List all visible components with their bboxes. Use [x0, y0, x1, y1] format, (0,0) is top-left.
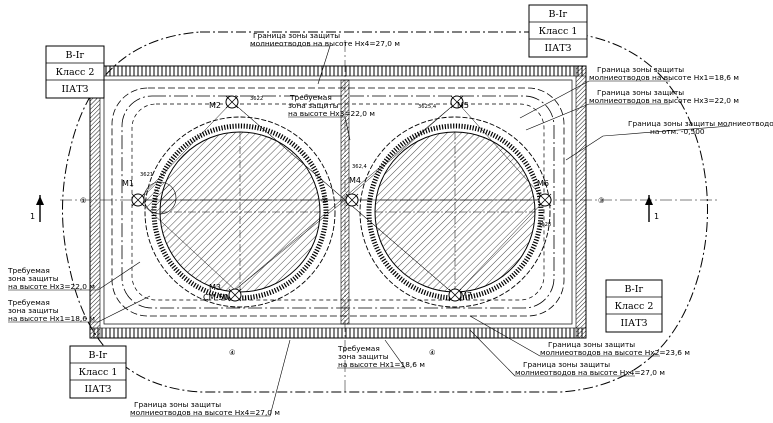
- outer-zone-boundary: [62, 31, 708, 393]
- mast-m6: M6: [537, 179, 552, 207]
- leader-lines: [8, 45, 731, 417]
- svg-text:Класс 1: Класс 1: [79, 367, 118, 378]
- construction-lines: [137, 101, 546, 296]
- annotation-bottom-right-a: Граница зоны защиты молниеотводов на выс…: [540, 340, 690, 357]
- svg-text:В-Iг: В-Iг: [549, 9, 568, 20]
- svg-text:молниеотводов на высоте Hx1=18: молниеотводов на высоте Hx1=18,6 м: [589, 73, 739, 82]
- mast-m3: M3 СМ-50: [203, 283, 242, 302]
- svg-text:1: 1: [654, 212, 659, 221]
- svg-text:IIАТЗ: IIАТЗ: [85, 384, 112, 395]
- svg-text:Требуемая: Требуемая: [289, 93, 332, 102]
- svg-text:молниеотводов на высоте Hx4=27: молниеотводов на высоте Hx4=27,0 м: [250, 39, 400, 48]
- svg-text:M3: M3: [209, 283, 221, 292]
- svg-text:Граница зоны защиты: Граница зоны защиты: [253, 31, 340, 40]
- svg-text:Граница зоны защиты: Граница зоны защиты: [597, 65, 684, 74]
- zone-box-bottom-left: В-Iг Класс 1 IIАТЗ: [69, 345, 127, 399]
- svg-text:на высоте Hx3=22,0 м: на высоте Hx3=22,0 м: [8, 282, 95, 291]
- tank-left: [144, 116, 336, 308]
- svg-text:Требуемая: Требуемая: [7, 266, 50, 275]
- mast-m5: M5: [450, 95, 469, 110]
- svg-text:Граница зоны защиты: Граница зоны защиты: [523, 360, 610, 369]
- svg-text:IIАТЗ: IIАТЗ: [62, 84, 89, 95]
- svg-text:1: 1: [30, 212, 35, 221]
- svg-text:M1: M1: [122, 179, 134, 188]
- zone-contour-3: [131, 103, 545, 301]
- zone-contour-1: [111, 87, 565, 317]
- axis-mark: ②: [321, 196, 328, 205]
- svg-text:Граница зоны защиты молниеотво: Граница зоны защиты молниеотводов: [628, 119, 773, 128]
- annotation-left-a: Требуемая зона защиты на высоте Hx3=22,0…: [7, 266, 95, 291]
- svg-text:зона защиты: зона защиты: [8, 274, 59, 283]
- svg-text:молниеотводов на высоте Hx2=23: молниеотводов на высоте Hx2=23,6 м: [540, 348, 690, 357]
- annotation-right-b: Граница зоны защиты молниеотводов на выс…: [589, 88, 739, 105]
- dimension-label: 3621: [140, 172, 153, 178]
- svg-text:на высоте Hx3=22,0 м: на высоте Hx3=22,0 м: [288, 109, 375, 118]
- svg-text:Требуемая: Требуемая: [7, 298, 50, 307]
- svg-text:IIАТЗ: IIАТЗ: [621, 318, 648, 329]
- svg-text:Требуемая: Требуемая: [337, 344, 380, 353]
- svg-text:M4: M4: [349, 176, 361, 185]
- section-mark-left: 1: [30, 195, 44, 222]
- svg-text:Класс 2: Класс 2: [615, 301, 654, 312]
- axis-mark: ④: [229, 348, 236, 357]
- svg-text:Класс 1: Класс 1: [539, 26, 578, 37]
- svg-text:зона защиты: зона защиты: [8, 306, 59, 315]
- svg-text:СМ-50: СМ-50: [203, 293, 229, 302]
- mast-m4: M4: [345, 176, 361, 207]
- svg-text:В-Iг: В-Iг: [89, 350, 108, 361]
- zone-box-left-upper: В-Iг Класс 2 IIАТЗ: [45, 45, 105, 99]
- svg-text:Граница зоны защиты: Граница зоны защиты: [597, 88, 684, 97]
- annotation-required-center: Требуемая зона защиты на высоте Hx3=22,0…: [288, 93, 375, 118]
- svg-text:зона защиты: зона защиты: [288, 101, 339, 110]
- svg-text:M7: M7: [460, 291, 472, 300]
- zone-box-top-right: В-Iг Класс 1 IIАТЗ: [528, 4, 588, 58]
- annotation-left-b: Требуемая зона защиты на высоте Hx1=18,6…: [7, 298, 95, 323]
- svg-text:M6: M6: [537, 179, 549, 188]
- section-mark-right: 1: [645, 195, 659, 222]
- zone-box-right-lower: В-Iг Класс 2 IIАТЗ: [605, 279, 663, 333]
- dimension-label: 3622: [250, 96, 263, 102]
- mast-m1: M1: [122, 179, 177, 215]
- axis-mark: ④: [429, 348, 436, 357]
- mast-m7: M7: [448, 288, 472, 302]
- annotation-bottom-center: Требуемая зона защиты на высоте Hx1=18,6…: [337, 344, 425, 369]
- svg-text:IIАТЗ: IIАТЗ: [545, 43, 572, 54]
- svg-text:на отм. -0,500: на отм. -0,500: [650, 127, 705, 136]
- svg-text:молниеотводов на высоте Hx4=27: молниеотводов на высоте Hx4=27,0 м: [515, 368, 665, 377]
- annotation-right-a: Граница зоны защиты молниеотводов на выс…: [589, 65, 739, 82]
- annotation-top-center: Граница зоны защиты молниеотводов на выс…: [250, 31, 400, 48]
- svg-text:В-Iг: В-Iг: [66, 50, 85, 61]
- mast-m2: M2: [209, 95, 239, 110]
- axis-mark: ③: [598, 196, 605, 205]
- annotation-bottom-left: Граница зоны защиты молниеотводов на выс…: [130, 400, 280, 417]
- zone-contour-2: [121, 95, 555, 309]
- tank-right: [359, 116, 551, 308]
- svg-text:M2: M2: [209, 101, 221, 110]
- annotation-right-c: Граница зоны защиты молниеотводов на отм…: [628, 119, 773, 136]
- svg-text:Граница зоны защиты: Граница зоны защиты: [134, 400, 221, 409]
- fence-band: [89, 65, 587, 339]
- svg-text:В-Iг: В-Iг: [625, 284, 644, 295]
- svg-text:M5: M5: [457, 101, 469, 110]
- dimension-label: 3625,4: [418, 104, 437, 110]
- svg-text:молниеотводов на высоте Hx3=22: молниеотводов на высоте Hx3=22,0 м: [589, 96, 739, 105]
- svg-text:Граница зоны защиты: Граница зоны защиты: [548, 340, 635, 349]
- annotation-bottom-right-b: Граница зоны защиты молниеотводов на выс…: [515, 360, 665, 377]
- svg-text:на высоте Hx1=18,6 м: на высоте Hx1=18,6 м: [338, 360, 425, 369]
- svg-text:молниеотводов на высоте Hx4=27: молниеотводов на высоте Hx4=27,0 м: [130, 408, 280, 417]
- svg-text:зона защиты: зона защиты: [338, 352, 389, 361]
- dimension-label: 3628: [538, 222, 551, 228]
- svg-text:Класс 2: Класс 2: [56, 67, 95, 78]
- svg-text:на высоте Hx1=18,6 м: на высоте Hx1=18,6 м: [8, 314, 95, 323]
- axis-mark: ①: [80, 196, 87, 205]
- dimension-label: 362,4: [352, 164, 368, 170]
